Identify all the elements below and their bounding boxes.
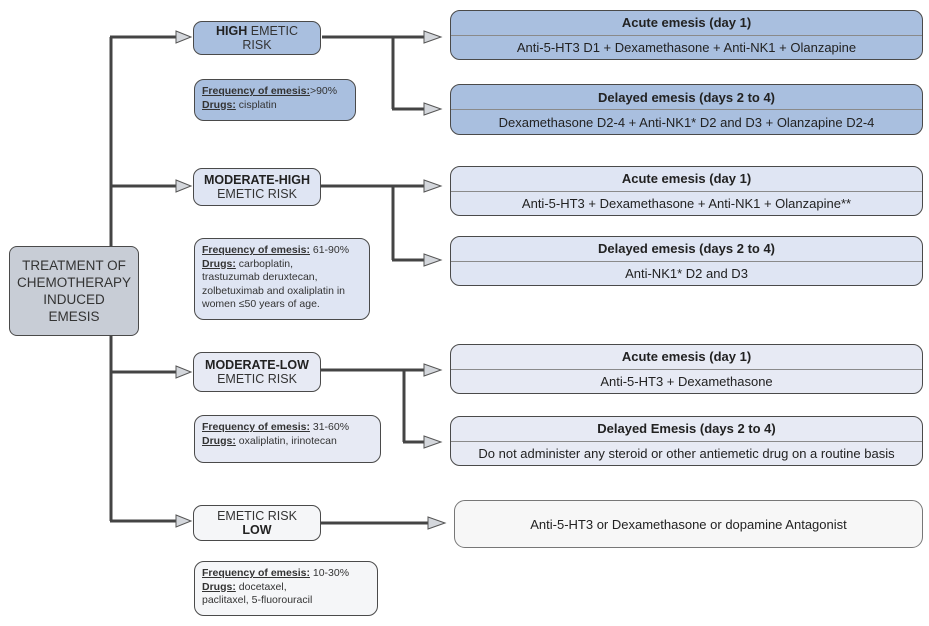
arrowhead xyxy=(175,179,193,193)
drugs-label: Drugs: xyxy=(202,257,236,270)
low-risk-line2: LOW xyxy=(242,523,271,537)
low-risk-line1: EMETIC RISK xyxy=(217,509,297,523)
moderate-high-risk-strong: MODERATE-HIGH xyxy=(203,173,310,187)
drugs-label: Drugs: xyxy=(202,98,236,111)
arrowhead xyxy=(423,363,443,377)
moderate-high-risk-line2: EMETIC RISK xyxy=(217,187,297,201)
moderate-high-frequency: Frequency of emesis: 61-90% xyxy=(202,244,362,258)
arrowhead xyxy=(423,179,443,193)
drugs-value: cisplatin xyxy=(238,98,277,111)
moderate-low-risk-strong: MODERATE-LOW xyxy=(205,358,309,372)
moderate-high-acute-box: Acute emesis (day 1) Anti-5-HT3 + Dexame… xyxy=(450,166,923,216)
arrowhead xyxy=(423,253,443,267)
high-risk-rest: EMETIC xyxy=(250,24,298,38)
frequency-value: >90% xyxy=(309,85,338,97)
root-line: INDUCED xyxy=(43,292,105,307)
moderate-low-acute-text: Anti-5-HT3 + Dexamethasone xyxy=(600,373,773,389)
frequency-value: 10-30% xyxy=(309,567,350,579)
frequency-label: Frequency of emesis: xyxy=(202,567,310,579)
frequency-value: 61-90% xyxy=(309,244,350,256)
moderate-high-acute-title: Acute emesis (day 1) xyxy=(451,167,922,192)
low-risk-box: EMETIC RISK LOW xyxy=(193,505,321,541)
moderate-low-info-box: Frequency of emesis: 31-60% Drugs: oxali… xyxy=(194,415,381,463)
frequency-value: 31-60% xyxy=(309,421,350,433)
arrowhead xyxy=(427,516,447,530)
root-line: EMESIS xyxy=(48,309,100,324)
frequency-label: Frequency of emesis: xyxy=(202,421,310,433)
drugs-line: zolbetuximab and oxaliplatin in xyxy=(202,284,346,297)
moderate-low-drugs: Drugs: oxaliplatin, irinotecan xyxy=(202,435,373,449)
moderate-high-delayed-title: Delayed emesis (days 2 to 4) xyxy=(451,237,922,262)
low-treatment-box: Anti-5-HT3 or Dexamethasone or dopamine … xyxy=(454,500,923,548)
drugs-line: women ≤50 years of age. xyxy=(202,298,320,310)
frequency-label: Frequency of emesis: xyxy=(202,244,310,256)
drugs-line: trastuzumab deruxtecan, xyxy=(202,271,318,283)
moderate-low-frequency: Frequency of emesis: 31-60% xyxy=(202,421,373,435)
moderate-high-info-box: Frequency of emesis: 61-90% Drugs: carbo… xyxy=(194,238,370,320)
frequency-label: Frequency of emesis: xyxy=(202,85,310,97)
high-info-box: Frequency of emesis:>90% Drugs: cisplati… xyxy=(194,79,356,121)
high-delayed-box: Delayed emesis (days 2 to 4) Dexamethaso… xyxy=(450,84,923,135)
moderate-low-risk-line1: MODERATE-LOW xyxy=(205,358,309,372)
drugs-line: paclitaxel, 5-fluorouracil xyxy=(202,594,313,606)
high-risk-line2: RISK xyxy=(242,38,272,52)
low-info-box: Frequency of emesis: 10-30% Drugs: docet… xyxy=(194,561,378,616)
root-box: TREATMENT OF CHEMOTHERAPY INDUCED EMESIS xyxy=(9,246,139,336)
high-risk-line1: HIGH EMETIC xyxy=(216,24,298,38)
arrowhead xyxy=(423,30,443,44)
drugs-label: Drugs: xyxy=(202,580,236,593)
moderate-low-delayed-box: Delayed Emesis (days 2 to 4) Do not admi… xyxy=(450,416,923,466)
root-line: TREATMENT OF xyxy=(22,258,126,273)
high-acute-text: Anti-5-HT3 D1 + Dexamethasone + Anti-NK1… xyxy=(516,39,857,55)
low-treatment-text: Anti-5-HT3 or Dexamethasone or dopamine … xyxy=(530,516,847,532)
moderate-high-delayed-box: Delayed emesis (days 2 to 4) Anti-NK1* D… xyxy=(450,236,923,286)
root-line: CHEMOTHERAPY xyxy=(16,275,131,290)
high-acute-title: Acute emesis (day 1) xyxy=(451,11,922,36)
arrowhead xyxy=(175,365,193,379)
moderate-low-acute-box: Acute emesis (day 1) Anti-5-HT3 + Dexame… xyxy=(450,344,923,394)
moderate-high-drugs: Drugs: carboplatin, xyxy=(202,258,362,272)
low-risk-strong: LOW xyxy=(242,523,272,537)
moderate-low-risk-line2: EMETIC RISK xyxy=(217,372,297,386)
high-acute-box: Acute emesis (day 1) Anti-5-HT3 D1 + Dex… xyxy=(450,10,923,60)
high-drugs: Drugs: cisplatin xyxy=(202,99,348,113)
high-delayed-title: Delayed emesis (days 2 to 4) xyxy=(451,85,922,110)
high-risk-strong: HIGH xyxy=(216,24,248,38)
arrowhead xyxy=(175,514,193,528)
drugs-value: docetaxel, xyxy=(235,580,287,593)
moderate-low-delayed-title: Delayed Emesis (days 2 to 4) xyxy=(451,417,922,442)
moderate-low-risk-box: MODERATE-LOW EMETIC RISK xyxy=(193,352,321,392)
low-drugs: Drugs: docetaxel, xyxy=(202,581,370,595)
drugs-value: oxaliplatin, irinotecan xyxy=(235,434,337,447)
high-frequency: Frequency of emesis:>90% xyxy=(202,85,348,99)
moderate-high-delayed-text: Anti-NK1* D2 and D3 xyxy=(625,265,748,281)
drugs-label: Drugs: xyxy=(202,434,236,447)
arrowhead xyxy=(423,435,443,449)
high-delayed-text: Dexamethasone D2-4 + Anti-NK1* D2 and D3… xyxy=(498,114,875,130)
moderate-high-risk-box: MODERATE-HIGH EMETIC RISK xyxy=(193,168,321,206)
moderate-high-risk-line1: MODERATE-HIGH xyxy=(204,173,310,187)
high-risk-box: HIGH EMETIC RISK xyxy=(193,21,321,55)
arrowhead xyxy=(175,30,193,44)
drugs-value: carboplatin, xyxy=(235,257,294,270)
moderate-low-delayed-text: Do not administer any steroid or other a… xyxy=(478,445,895,461)
low-frequency: Frequency of emesis: 10-30% xyxy=(202,567,370,581)
moderate-high-acute-text: Anti-5-HT3 + Dexamethasone + Anti-NK1 + … xyxy=(521,195,852,211)
arrowhead xyxy=(423,102,443,116)
moderate-low-acute-title: Acute emesis (day 1) xyxy=(451,345,922,370)
